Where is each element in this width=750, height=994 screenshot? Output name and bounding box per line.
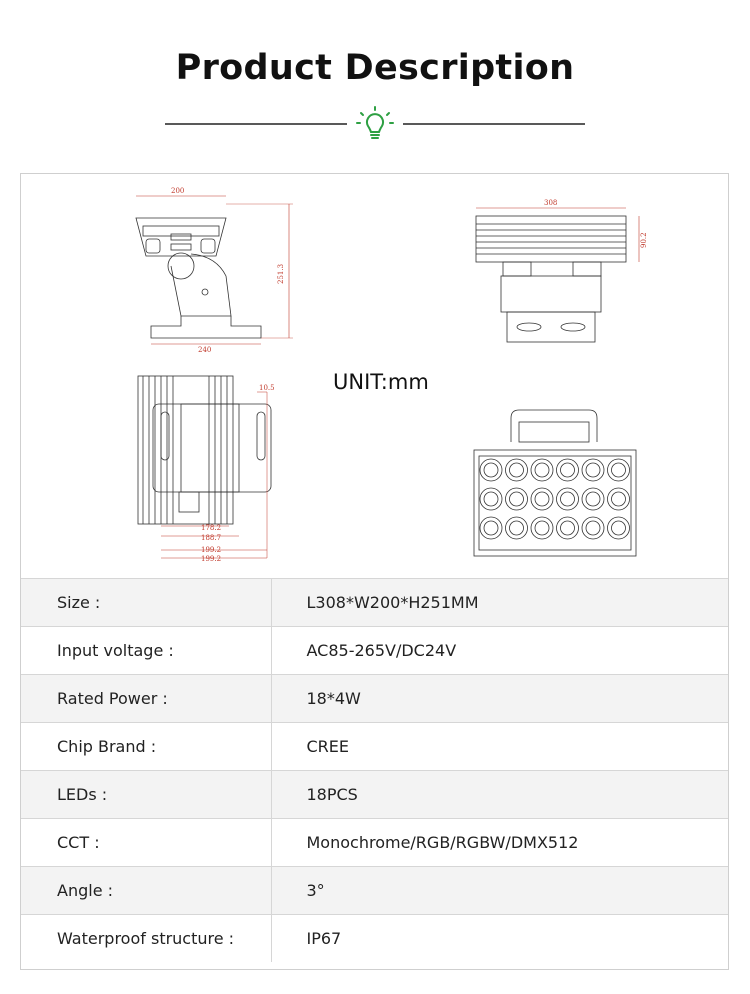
led-lens: [505, 487, 528, 511]
led-lens: [581, 516, 605, 540]
led-lens: [479, 458, 503, 482]
spec-row: CCT : Monochrome/RGB/RGBW/DMX512: [21, 818, 728, 867]
technical-drawings: 200 240 251.3 308 90.2: [21, 174, 728, 578]
spec-value: Monochrome/RGB/RGBW/DMX512: [271, 818, 728, 867]
spec-key: Size :: [21, 578, 272, 627]
led-lens: [581, 487, 605, 511]
led-lens-inner: [509, 491, 524, 507]
spec-key: Angle :: [21, 866, 272, 915]
spec-row: LEDs : 18PCS: [21, 770, 728, 819]
spec-value: 18PCS: [271, 770, 728, 819]
led-lens-inner: [611, 491, 626, 507]
side-height-label: 251.3: [277, 264, 285, 284]
led-lens-inner: [534, 520, 550, 536]
spec-value: L308*W200*H251MM: [271, 578, 728, 627]
led-lens: [530, 487, 554, 511]
top-view-drawing: [475, 207, 640, 343]
specs-table: Size : L308*W200*H251MM Input voltage : …: [21, 578, 728, 962]
led-lens-inner: [534, 491, 550, 507]
led-lens-inner: [509, 462, 524, 478]
led-lens-inner: [509, 520, 524, 536]
spec-key: Input voltage :: [21, 626, 272, 675]
spec-row: Waterproof structure : IP67: [21, 914, 728, 962]
led-grid: [479, 458, 630, 540]
spec-key: Chip Brand :: [21, 722, 272, 771]
spec-value: IP67: [271, 914, 728, 962]
side-view-drawing: [135, 195, 293, 345]
front-view-drawing: [473, 409, 637, 557]
spec-value: AC85-265V/DC24V: [271, 626, 728, 675]
spec-value: CREE: [271, 722, 728, 771]
led-lens: [556, 487, 579, 511]
spec-value: 3°: [271, 866, 728, 915]
spec-key: LEDs :: [21, 770, 272, 819]
led-lens-inner: [585, 462, 601, 478]
side-base-label: 240: [198, 346, 211, 354]
led-lens-inner: [560, 462, 575, 478]
led-lens-inner: [534, 462, 550, 478]
spec-key: Waterproof structure :: [21, 914, 272, 962]
product-panel: 200 240 251.3 308 90.2: [20, 173, 729, 970]
back-dim-label: 199.2: [201, 555, 221, 563]
led-lens-inner: [560, 520, 575, 536]
led-lens: [530, 516, 554, 540]
led-lens: [607, 487, 630, 511]
led-lens: [607, 458, 630, 482]
led-lens-inner: [611, 520, 626, 536]
spec-row: Chip Brand : CREE: [21, 722, 728, 771]
back-view-drawing: [137, 375, 272, 559]
led-lens: [505, 516, 528, 540]
led-lens: [479, 487, 503, 511]
led-lens-inner: [585, 520, 601, 536]
led-lens-inner: [483, 520, 499, 536]
led-lens: [479, 516, 503, 540]
lightbulb-icon: [356, 106, 394, 139]
spec-key: Rated Power :: [21, 674, 272, 723]
back-dim-label: 199.2: [201, 546, 221, 554]
side-width-label: 200: [171, 187, 184, 195]
spec-value: 18*4W: [271, 674, 728, 723]
led-lens: [607, 516, 630, 540]
title-divider: [165, 106, 585, 139]
led-lens: [530, 458, 554, 482]
led-lens: [505, 458, 528, 482]
back-dim-label: 188.7: [201, 534, 221, 542]
led-lens-inner: [483, 462, 499, 478]
spec-row: Size : L308*W200*H251MM: [21, 578, 728, 627]
led-lens: [581, 458, 605, 482]
unit-label: UNIT:mm: [333, 370, 429, 394]
led-lens-inner: [560, 491, 575, 507]
page-title: Product Description: [175, 48, 575, 88]
led-lens-inner: [585, 491, 601, 507]
back-dim-label: 178.2: [201, 524, 221, 532]
led-lens: [556, 516, 579, 540]
back-offset-label: 10.5: [259, 384, 275, 392]
led-lens: [556, 458, 579, 482]
led-lens-inner: [483, 491, 499, 507]
spec-row: Input voltage : AC85-265V/DC24V: [21, 626, 728, 675]
spec-key: CCT :: [21, 818, 272, 867]
led-lens-inner: [611, 462, 626, 478]
top-length-label: 308: [544, 199, 557, 207]
spec-row: Rated Power : 18*4W: [21, 674, 728, 723]
top-height-label: 90.2: [640, 232, 648, 248]
spec-row: Angle : 3°: [21, 866, 728, 915]
